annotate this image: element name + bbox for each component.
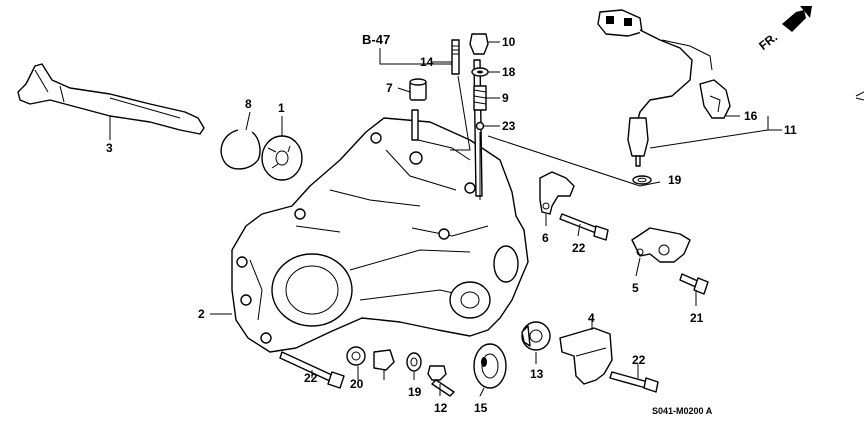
part-22-bolt-lower [609,371,659,393]
callout-19-bottom: 19 [408,385,422,399]
callout-13: 13 [530,367,544,381]
part-22-bolt-left [279,351,345,389]
edge-fragment [855,91,864,101]
part-19-oring [632,175,652,185]
part-1-disc [261,135,303,181]
callout-6: 6 [542,231,549,245]
callout-4: 4 [588,311,595,325]
callout-8: 8 [245,97,252,111]
part-13-bushing [521,321,551,351]
callout-3: 3 [106,141,113,155]
part-12-bolt [427,365,455,397]
part-10-bolt [469,33,489,55]
callout-16: 16 [744,109,758,123]
part-23-ball [475,121,485,131]
part-5-bracket [631,227,691,263]
front-direction-arrow: FR. [756,6,812,53]
part-15-seal [473,343,507,389]
part-4-bracket [559,327,613,385]
callout-22-lower-right: 22 [632,353,646,367]
part-22-bolt-upper [559,213,609,241]
callout-23: 23 [502,119,516,133]
drawing-code: S041-M0200 A [652,406,713,416]
part-3-bracket [17,63,205,135]
part-18-washer [471,67,489,77]
callout-21: 21 [690,311,704,325]
callout-2: 2 [198,307,205,321]
callout-1: 1 [278,101,285,115]
part-17-plug [373,349,395,371]
callout-11: 11 [784,123,797,137]
part-20-washer [346,346,366,366]
leader-lines [109,41,782,397]
callout-5: 5 [632,281,639,295]
part-19-washer-lower [406,352,422,372]
part-11-sensor-assembly [597,9,713,167]
callout-18: 18 [502,65,516,79]
callout-10: 10 [502,35,516,49]
direction-label: FR. [756,30,780,53]
section-ref-label: B-47 [362,32,390,47]
callout-15: 15 [474,401,488,415]
callout-20: 20 [350,377,364,391]
callout-9: 9 [502,91,509,105]
callout-14: 14 [420,55,434,69]
part-7-cap [409,78,427,101]
callout-labels: 3 8 1 B-47 14 7 10 18 9 23 19 16 11 6 22… [106,32,797,416]
part-6-bracket [539,171,575,215]
callout-7: 7 [386,81,393,95]
callout-12: 12 [434,401,448,415]
part-14-stud [451,39,460,75]
part-16-clip [699,79,731,119]
callout-22-upper: 22 [572,241,586,255]
part-8-snap-ring [220,129,261,170]
callout-19-top: 19 [668,173,682,187]
part-21-bolt [679,273,709,295]
part-9-spring [473,85,487,111]
callout-22-lower-left: 22 [304,371,318,385]
